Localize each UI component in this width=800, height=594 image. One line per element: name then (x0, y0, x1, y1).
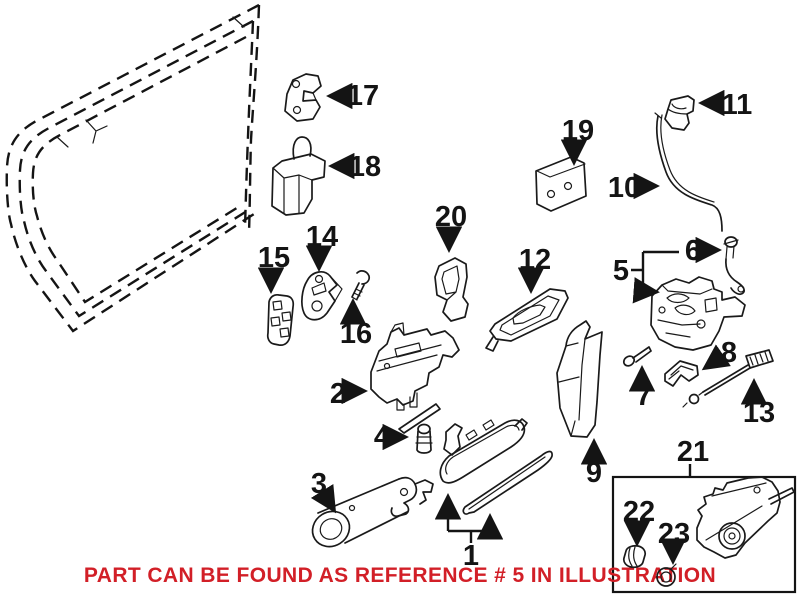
callout-8-number: 8 (721, 337, 737, 369)
part-drawing-8-wedge (664, 360, 699, 387)
part-drawing-1-outer-handle (439, 418, 553, 515)
callout-23: 23 (658, 518, 690, 565)
part-drawing-11-knob (664, 95, 695, 131)
inset-box-21 (611, 475, 797, 594)
part-drawing-14-gasket (301, 271, 343, 321)
callout-19-number: 19 (562, 115, 594, 147)
callout-19: 19 (560, 115, 594, 166)
callout-6: 6 (685, 235, 722, 267)
callout-2-number: 2 (330, 378, 346, 410)
callout-18-number: 18 (349, 151, 381, 183)
callout-18: 18 (328, 151, 381, 183)
callout-21-number: 21 (677, 436, 709, 468)
callout-4-number: 4 (374, 421, 390, 453)
callout-9: 9 (580, 438, 608, 489)
callout-17: 17 (326, 80, 379, 112)
callout-13: 13 (740, 378, 775, 429)
callout-5: 5 (613, 250, 679, 304)
part-drawing-13-cable (682, 349, 774, 408)
callout-13-number: 13 (743, 397, 775, 429)
part-drawing-4-seal (398, 403, 441, 454)
part-drawing-23-ring (656, 563, 677, 587)
part-drawing-5-latch (650, 276, 746, 351)
part-drawing-17-hinge (284, 73, 322, 122)
part-drawing-19-striker (535, 156, 587, 212)
door-frame-outline (5, 3, 261, 333)
part-drawing-12-inner-handle (485, 288, 569, 352)
part-drawing-16-screw (351, 270, 371, 301)
reference-notice: PART CAN BE FOUND AS REFERENCE # 5 IN IL… (84, 564, 716, 587)
callout-12: 12 (517, 244, 551, 294)
callout-5-number: 5 (613, 255, 629, 287)
callout-1-number: 1 (463, 540, 479, 572)
callout-10: 10 (608, 172, 660, 204)
part-drawing-2-carrier (370, 322, 460, 411)
callout-12-number: 12 (519, 244, 551, 276)
callout-8: 8 (701, 337, 737, 371)
callout-2: 2 (330, 377, 368, 410)
part-drawing-20-guide (434, 257, 469, 322)
callout-16-number: 16 (340, 318, 372, 350)
callout-22: 22 (623, 496, 655, 547)
callout-7-number: 7 (636, 380, 652, 412)
callout-23-number: 23 (658, 518, 690, 550)
callout-11: 11 (698, 89, 753, 121)
callout-21: 21 (677, 436, 709, 476)
part-drawing-10-rod (654, 112, 723, 232)
callout-17-number: 17 (347, 80, 379, 112)
callout-7: 7 (628, 365, 656, 412)
callout-11-number: 11 (722, 89, 753, 121)
callout-14-number: 14 (306, 221, 338, 253)
callout-20: 20 (435, 201, 467, 253)
callout-22-number: 22 (623, 496, 655, 528)
callout-4: 4 (374, 421, 409, 453)
callout-20-number: 20 (435, 201, 467, 233)
callout-3: 3 (310, 468, 337, 514)
part-drawing-6-bolt (723, 236, 746, 296)
part-drawing-7-bolt (622, 346, 652, 367)
part-drawing-15-pad (266, 293, 295, 346)
part-drawing-9-bracket (556, 320, 603, 438)
callout-10-number: 10 (608, 172, 640, 204)
callout-16: 16 (339, 298, 372, 350)
callout-9-number: 9 (586, 457, 602, 489)
callout-15: 15 (257, 242, 290, 294)
callout-6-number: 6 (685, 235, 701, 267)
callout-14: 14 (305, 221, 338, 272)
part-drawing-18-hinge (271, 136, 326, 216)
callout-15-number: 15 (258, 242, 290, 274)
callout-1: 1 (434, 493, 504, 572)
part-drawing-21-actuator (696, 476, 795, 559)
